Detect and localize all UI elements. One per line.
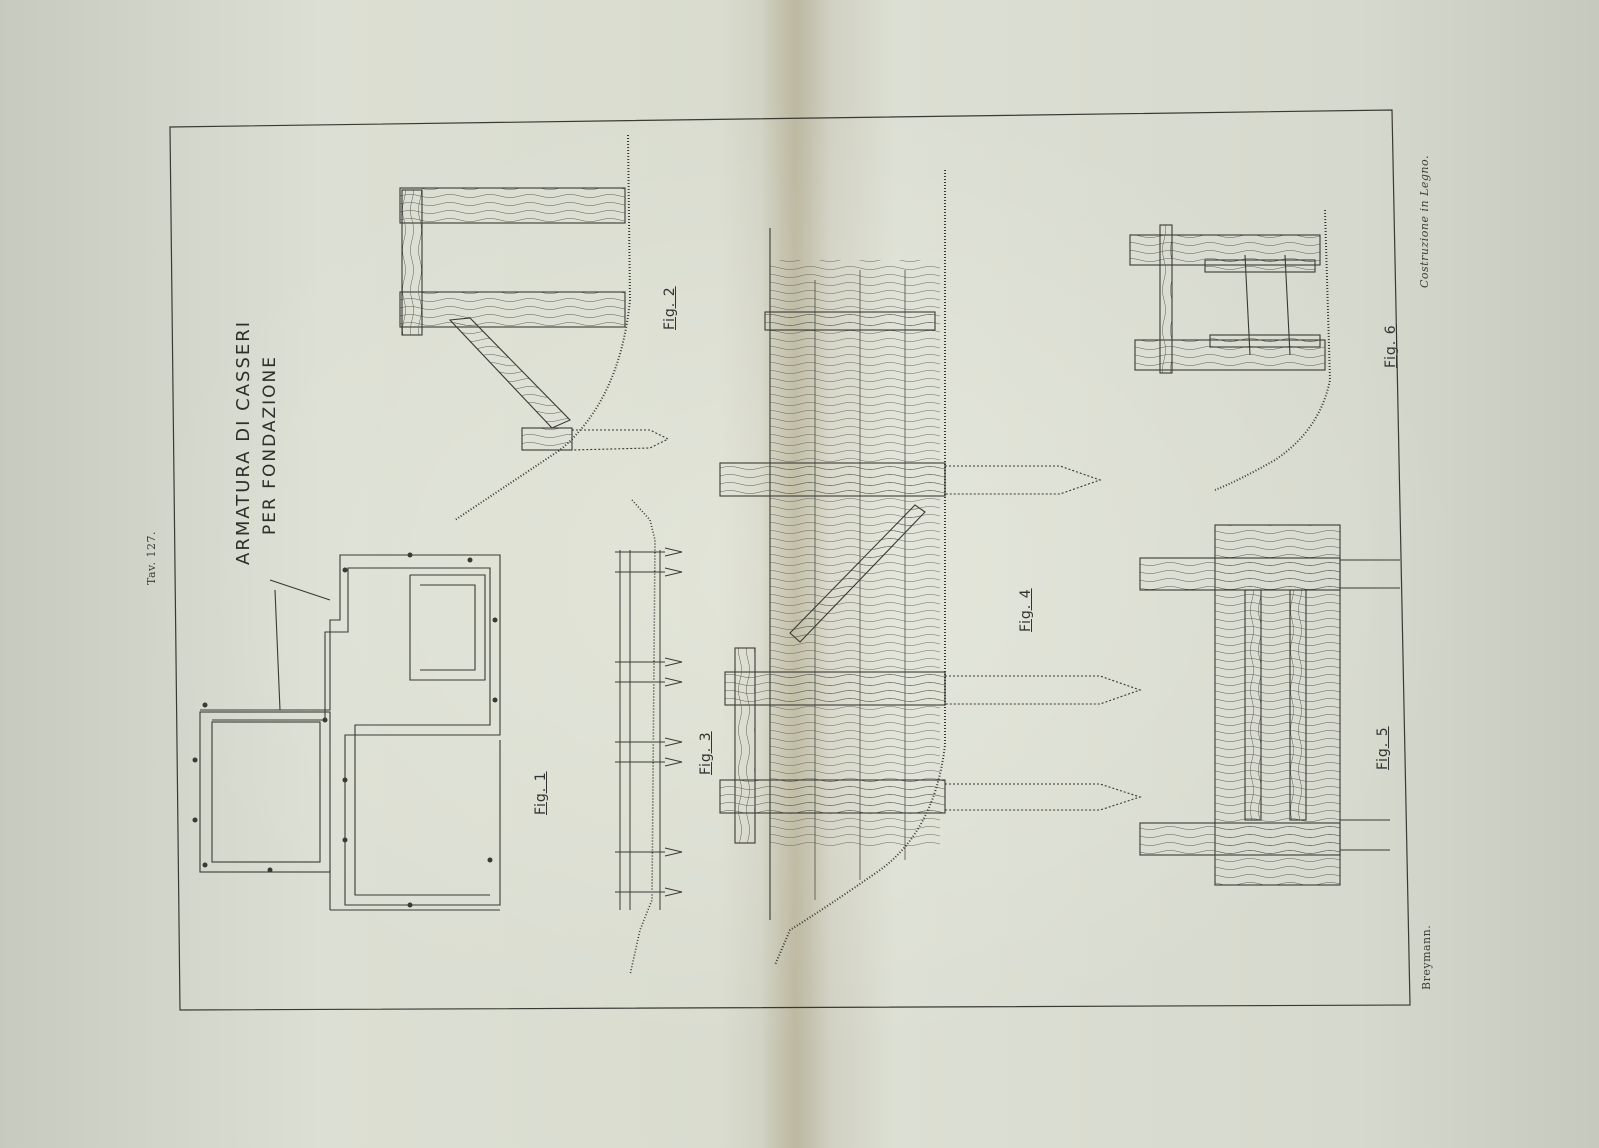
figure-4-label: Fig. 4 [1018, 588, 1034, 632]
plate-number: Tav. 127. [145, 531, 158, 585]
figure-6-label: Fig. 6 [1383, 324, 1399, 368]
figure-1-plan-drawing [192, 552, 501, 911]
series-imprint: Costruzione in Legno. [1418, 155, 1431, 288]
figure-4-elevation-drawing [719, 170, 1142, 966]
figure-1-label: Fig. 1 [533, 771, 549, 815]
author-imprint: Breymann. [1420, 924, 1433, 990]
figure-3-label: Fig. 3 [698, 731, 714, 775]
figure-5-label: Fig. 5 [1375, 726, 1391, 770]
figure-6-section-drawing [1129, 209, 1332, 491]
plate-title-line2: PER FONDAZIONE [260, 354, 280, 535]
plate-border [169, 109, 1411, 1011]
figure-3-elevation-drawing [615, 499, 683, 976]
figure-2-section-drawing [399, 134, 670, 521]
figure-2-label: Fig. 2 [662, 286, 678, 330]
plate-title-line1: ARMATURA DI CASSERI [233, 319, 254, 565]
figure-5-elevation-drawing [1139, 524, 1400, 886]
